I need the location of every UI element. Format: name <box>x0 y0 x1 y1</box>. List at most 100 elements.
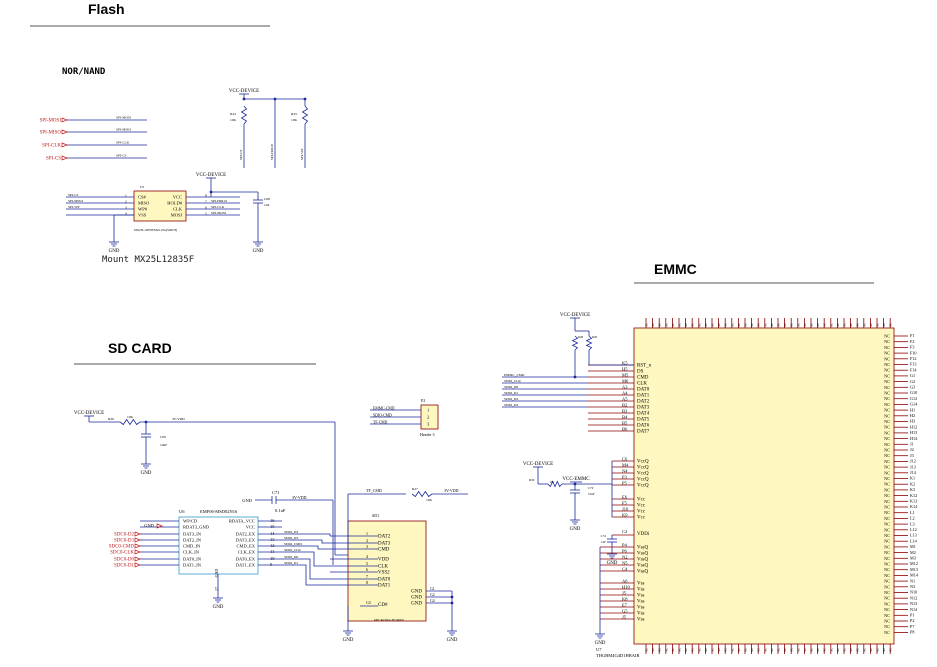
nc-label: NC <box>884 619 890 624</box>
nc-label: NC <box>884 630 890 635</box>
nc-label: NC <box>884 556 890 561</box>
nc-label: NC <box>684 323 688 327</box>
nc-label: NC <box>884 596 890 601</box>
nc-label: NC <box>884 533 890 538</box>
nc-label: NC <box>849 648 853 652</box>
port-label: SPI-CS <box>46 157 61 162</box>
nc-label: NC <box>645 648 649 652</box>
nc-label: NC <box>884 442 890 447</box>
pin-label: DAT2 <box>378 535 391 540</box>
nc-label: NC <box>884 419 890 424</box>
pin-number: P2 <box>910 618 914 623</box>
pin-number: K9 <box>622 513 628 518</box>
pin-label: GND <box>411 602 422 607</box>
resistor-ref: R25 <box>291 112 297 116</box>
pin-number: 2 <box>125 200 127 204</box>
chip-ref: U6 <box>179 509 185 514</box>
pin-number: P8 <box>910 630 914 635</box>
nc-label: NC <box>750 648 754 652</box>
pin-label: CLK_EX <box>238 550 256 555</box>
pin-number: P5 <box>622 481 628 486</box>
nc-label: NC <box>645 323 649 327</box>
nc-label: NC <box>664 323 668 327</box>
pin-number: H14 <box>910 436 918 441</box>
resistor-r26 <box>119 418 141 426</box>
gnd-label: GND <box>595 641 606 646</box>
resistor-value: 10K <box>127 415 134 419</box>
pin-number: G1 <box>910 373 915 378</box>
pin-number: 3 <box>125 206 127 210</box>
header-p2-body <box>420 404 439 430</box>
nc-label: NC <box>711 323 715 327</box>
pin-number: L3 <box>910 521 915 526</box>
flash-chip-body <box>133 190 187 222</box>
pin-label: DAT0 <box>637 388 650 393</box>
pin-label: VssQ <box>637 546 649 551</box>
net-label: SPI-WP <box>68 205 80 209</box>
pin-number: 8 <box>205 194 207 198</box>
nc-label: NC <box>730 648 734 652</box>
pin-number: J1 <box>910 442 914 447</box>
gnd-label: GND <box>447 638 458 643</box>
port-label: SDC0-D3 <box>114 539 135 544</box>
nc-label: NC <box>884 493 890 498</box>
pin-number: P3 <box>622 475 628 480</box>
nc-label: NC <box>697 323 701 327</box>
nc-label: NC <box>724 648 728 652</box>
pin-label: VssQ <box>637 570 649 575</box>
pin-number: P6 <box>622 549 628 554</box>
pin-label: CMD <box>378 548 390 553</box>
resistor-ref: R28 <box>578 335 584 339</box>
junction-dot <box>450 601 454 605</box>
net-label: SDIO_D2 <box>504 397 518 401</box>
nc-label: NC <box>704 648 708 652</box>
power-label: VCC-EMMC <box>562 477 590 482</box>
port-arrow <box>134 562 141 568</box>
pin-number: 2 <box>427 415 429 420</box>
pin-label: MOSI <box>171 213 183 218</box>
pin-label: Vcc <box>637 516 646 521</box>
pin-number: H12 <box>910 424 917 429</box>
nc-label: NC <box>777 648 781 652</box>
pin-label: WP# <box>138 207 148 212</box>
net-label: SPI-HOLD <box>270 144 274 160</box>
pin-label: WP/CD <box>183 519 198 524</box>
pin-number: 4 <box>125 212 127 216</box>
nc-label: NC <box>697 648 701 652</box>
pin-label: Vcc <box>637 510 646 515</box>
gnd-label: GND <box>607 561 618 566</box>
wire <box>282 539 330 544</box>
pin-label: CMD_EX <box>236 544 255 549</box>
nc-label: NC <box>664 648 668 652</box>
chip-part: MICROSD-TF-9PIN <box>374 618 404 622</box>
pin-number: F3 <box>910 345 914 350</box>
pin-label: VSS2 <box>378 571 390 576</box>
pin-number: N5 <box>622 561 628 566</box>
nc-label: NC <box>843 323 847 327</box>
pin-number: 17 <box>214 587 219 591</box>
chip-part: MX25L12835FM2I-10G(SOIC8) <box>134 228 177 232</box>
junction-dot <box>450 595 454 599</box>
pin-label: Vss <box>637 606 645 611</box>
net-label: SDIO_D0 <box>284 555 298 559</box>
nc-label: NC <box>884 590 890 595</box>
pin-number: B2 <box>622 403 627 408</box>
pin-number: E6 <box>622 495 628 500</box>
nc-label: NC <box>658 323 662 327</box>
nc-label: NC <box>651 323 655 327</box>
gnd-label: GND <box>213 605 224 610</box>
net-label: 3V-VDD <box>444 488 459 493</box>
pin-number: M2 <box>910 550 916 555</box>
pin-number: 9 <box>270 562 273 567</box>
pin-label: HOLD# <box>167 201 182 206</box>
nc-label: NC <box>724 323 728 327</box>
pin-number: J5 <box>622 591 627 596</box>
pin-number: L1 <box>910 510 915 515</box>
pin-label: VssQ <box>637 558 649 563</box>
pin-number: A4 <box>622 391 628 396</box>
pin-number: 6 <box>205 206 207 210</box>
pin-label: CS# <box>138 195 147 200</box>
pin-number: K13 <box>910 499 917 504</box>
nc-label: NC <box>876 648 880 652</box>
